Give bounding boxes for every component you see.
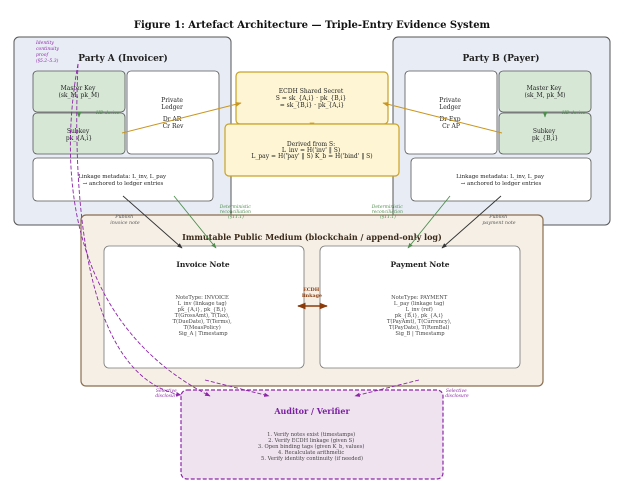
invoice-note-title: Invoice Note	[176, 260, 229, 269]
invoice-note-fields: NoteType: INVOICE L_inv (linkage tag) pk…	[173, 295, 234, 337]
auditor-panel	[180, 389, 444, 480]
auditor-title: Auditor / Verifier	[273, 406, 350, 416]
publish-invoice-label: Publish invoice note	[110, 214, 140, 226]
selective-disclosure-b-label: Selective disclosure	[445, 388, 469, 399]
public-medium-title: Immutable Public Medium (blockchain / ap…	[182, 232, 442, 242]
payment-note-title: Payment Note	[391, 260, 450, 269]
det-recon-b-arrow	[407, 195, 451, 249]
selective-disclosure-b-arrow	[354, 379, 420, 397]
det-recon-b-label: Deterministic reconciliation (§11.1)	[371, 204, 405, 220]
ecdh-shared-secret-label: ECDH Shared Secret S = sk_{A,i} · pk_{B,…	[276, 88, 348, 109]
identity-continuity-curve-a	[70, 63, 211, 397]
party-b-linkage-metadata	[410, 157, 592, 202]
party-a-title: Party A (Invoicer)	[78, 53, 168, 64]
publish-invoice-arrow	[122, 195, 183, 249]
party-b-master-key-label: Master Key (sk_M, pk_M)	[525, 85, 566, 99]
party-a-subkey-label: Subkey pk_{A,i}	[66, 128, 92, 142]
det-recon-a-label: Deterministic reconciliation (§11.1)	[219, 204, 253, 220]
derived-values-label: Derived from S: L_inv = H('inv' ‖ S) L_p…	[251, 141, 372, 160]
party-a-master-key-label: Master Key (sk_M, pk_M)	[59, 85, 100, 99]
ecdh-linkage-label: ECDH linkage	[302, 287, 322, 299]
party-a-subkey-to-ecdh-arrow	[121, 101, 242, 134]
party-a-private-ledger	[126, 70, 220, 155]
det-recon-a-arrow	[173, 195, 217, 249]
selective-disclosure-a-arrow	[204, 379, 270, 397]
party-b-subkey-label: Subkey pk_{B,i}	[532, 128, 559, 142]
party-a-hd-derive-label: HD derive	[95, 110, 120, 116]
derived-values-box	[224, 123, 400, 177]
party-b-hd-derive-label: HD derive	[561, 110, 586, 116]
publish-payment-label: Publish payment note	[482, 214, 515, 226]
party-a-private-ledger-label: Private Ledger Dr AR Cr Rev	[161, 97, 185, 130]
party-b-title: Party B (Payer)	[463, 53, 540, 64]
party-a-linkage-label: Linkage metadata: L_inv, L_pay → anchore…	[78, 174, 168, 187]
selective-disclosure-a-label: Selective disclosure	[155, 388, 179, 399]
party-b-linkage-label: Linkage metadata: L_inv, L_pay → anchore…	[456, 174, 546, 187]
publish-payment-arrow	[441, 195, 502, 249]
figure-title: Figure 1: Artefact Architecture — Triple…	[134, 20, 491, 31]
identity-continuity-curve-b	[76, 63, 182, 397]
identity-continuity-note: Identity continuity proof (§5.2–5.3)	[35, 40, 60, 64]
auditor-steps: 1. Verify notes exist (timestamps) 2. Ve…	[258, 431, 366, 462]
payment-note-fields: NoteType: PAYMENT L_pay (linkage tag) L_…	[387, 295, 453, 337]
party-b-private-ledger	[404, 70, 498, 155]
party-b-subkey-to-ecdh-arrow	[382, 101, 503, 134]
